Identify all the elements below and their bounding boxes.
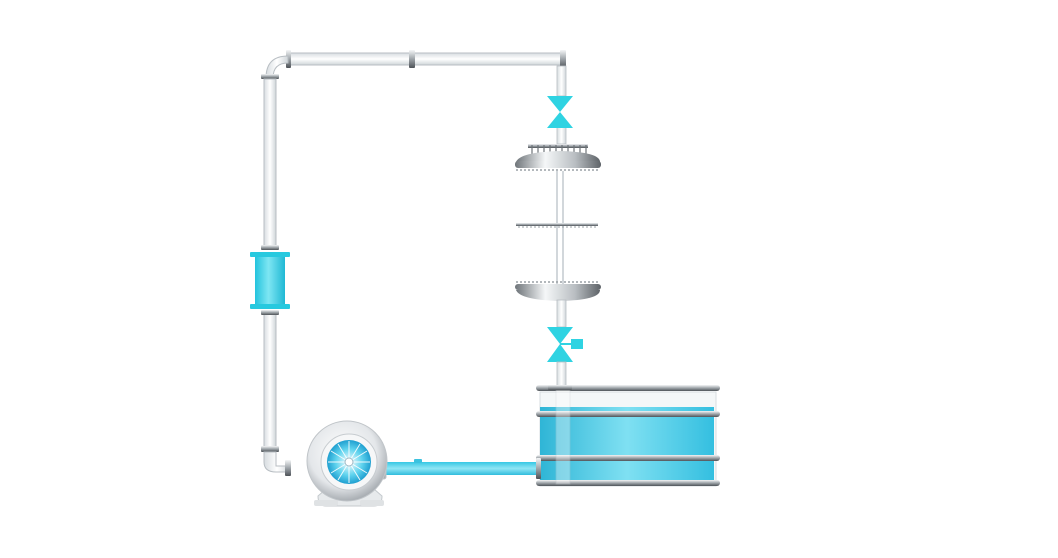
- flow-meter: [250, 252, 290, 309]
- top-valve[interactable]: [547, 96, 573, 128]
- column-head: [515, 144, 601, 171]
- column-bottom: [515, 281, 601, 328]
- vertical-pipe-left: [261, 78, 291, 476]
- horizontal-pipe-top: [286, 50, 566, 68]
- discharge-pipe: [378, 458, 541, 479]
- column-tray: [516, 223, 598, 228]
- pipe-elbow: [261, 55, 289, 79]
- storage-tank: [536, 385, 720, 487]
- centrifugal-pump[interactable]: [306, 420, 388, 507]
- control-valve[interactable]: [547, 327, 583, 387]
- impeller-icon: [327, 440, 371, 484]
